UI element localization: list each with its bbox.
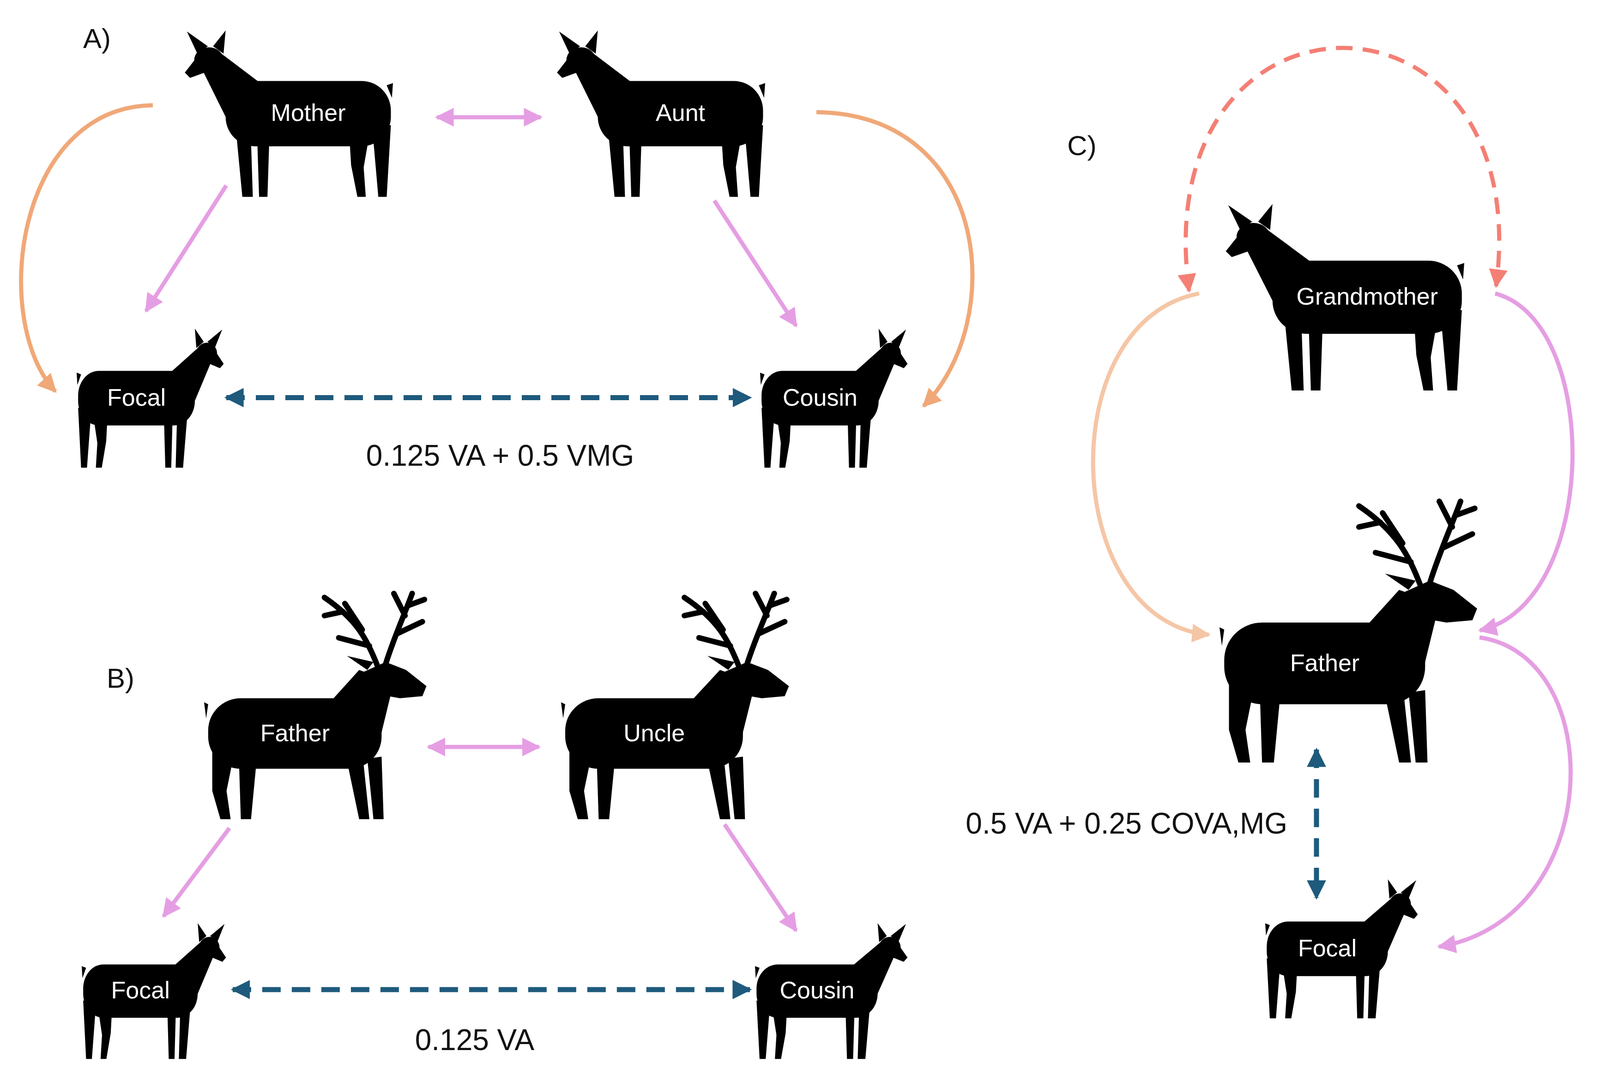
fawn-node: Cousin	[760, 328, 909, 470]
node-label: Father	[1290, 650, 1360, 677]
node-label: Aunt	[655, 99, 706, 127]
stag-node: Father	[204, 589, 429, 822]
relation-arrow	[1313, 749, 1319, 899]
relation-arrow	[232, 987, 750, 993]
covariance-label: 0.125 VA + 0.5 VMG	[362, 438, 639, 475]
stag-node: Father	[1219, 496, 1480, 766]
node-label: Father	[260, 720, 330, 747]
node-label: Grandmother	[1296, 283, 1438, 310]
stag-silhouette	[561, 589, 791, 822]
relation-arrow	[724, 824, 797, 931]
node-label: Cousin	[782, 384, 858, 411]
relation-arrow	[1092, 293, 1209, 635]
node-label: Mother	[271, 99, 346, 127]
relation-arrow	[428, 745, 539, 750]
node-label: Focal	[111, 977, 170, 1004]
doe-node: Mother	[183, 30, 393, 200]
fawn-node: Focal	[1265, 879, 1419, 1021]
node-label: Uncle	[623, 720, 685, 747]
panel-letter: B)	[106, 663, 135, 695]
relation-arrow	[436, 114, 541, 120]
stag-silhouette	[1219, 496, 1480, 766]
panel-letter: C)	[1067, 130, 1097, 162]
node-label: Focal	[1298, 935, 1357, 962]
fawn-node: Focal	[81, 923, 227, 1062]
relation-arrow	[714, 200, 797, 327]
covariance-label: 0.125 VA	[411, 1022, 539, 1059]
fawn-node: Focal	[76, 328, 225, 470]
stag-silhouette	[204, 589, 429, 822]
stag-node: Uncle	[561, 589, 791, 822]
node-label: Cousin	[779, 977, 855, 1004]
relation-arrow	[1479, 293, 1573, 631]
doe-node: Aunt	[555, 30, 766, 200]
relation-arrow	[145, 185, 227, 312]
relation-arrow	[226, 395, 750, 401]
relation-arrow	[816, 112, 973, 407]
fawn-node: Cousin	[754, 923, 909, 1062]
panel-letter: A)	[83, 23, 111, 55]
relation-arrow	[1185, 48, 1500, 291]
relation-arrow	[21, 105, 153, 392]
relation-arrow	[1438, 637, 1571, 948]
doe-node: Grandmother	[1224, 204, 1465, 393]
relation-arrow	[163, 828, 230, 917]
node-label: Focal	[107, 384, 166, 411]
covariance-label: 0.5 VA + 0.25 COVA,MG	[961, 806, 1292, 843]
